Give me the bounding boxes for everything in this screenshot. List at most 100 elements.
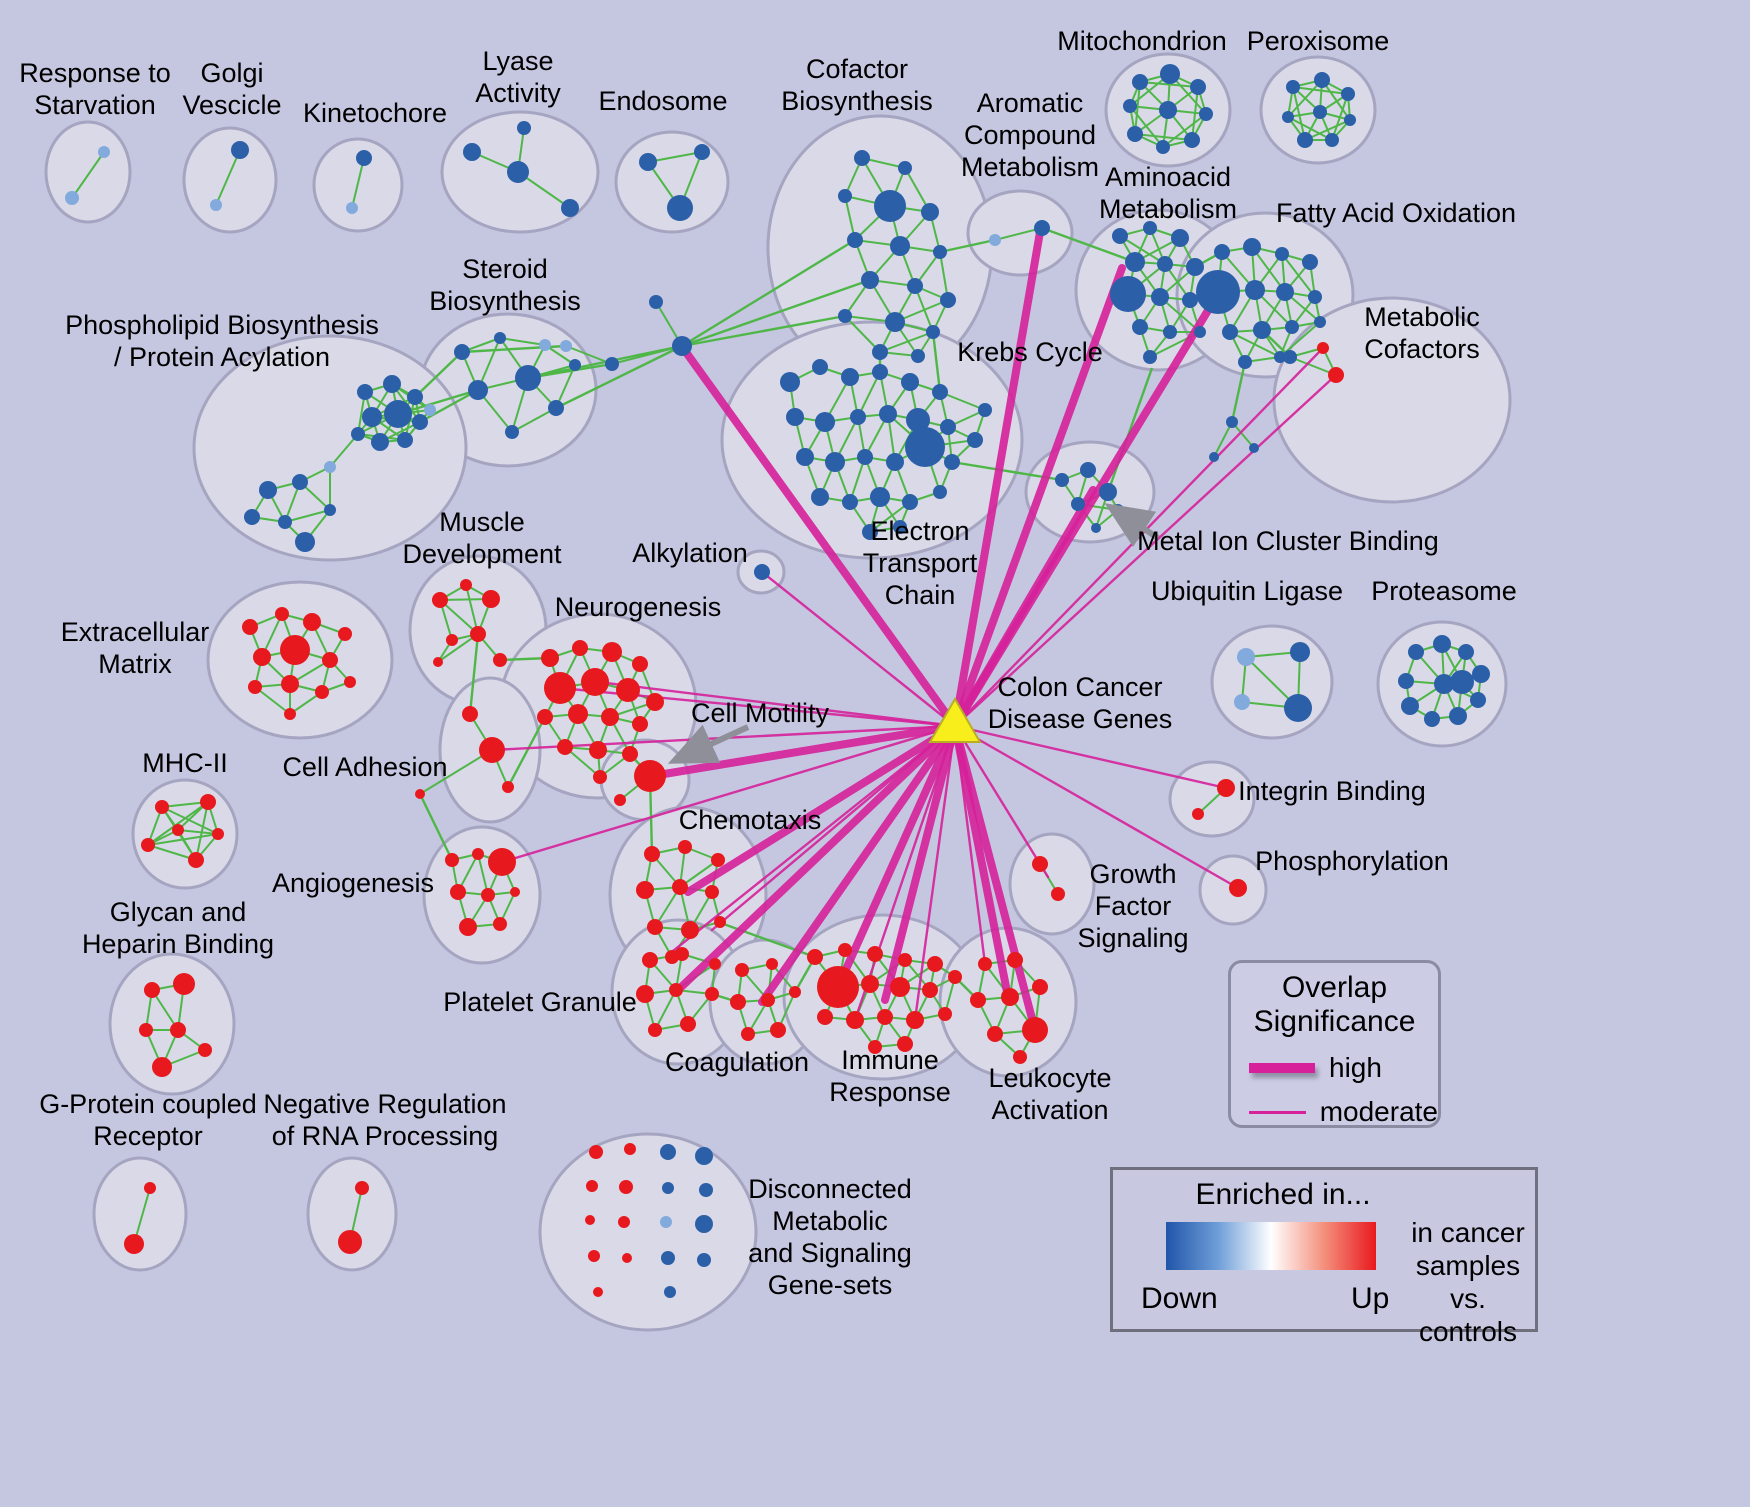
gene-set-node bbox=[569, 359, 581, 371]
gene-set-node bbox=[868, 1040, 882, 1054]
green-edge bbox=[1041, 226, 1136, 264]
gene-set-node bbox=[244, 509, 260, 525]
gene-set-node bbox=[649, 295, 663, 309]
gene-set-node bbox=[646, 693, 664, 711]
cluster-ellipse-negative-regulation-rna-processing bbox=[306, 1156, 398, 1272]
gene-set-node bbox=[488, 848, 516, 876]
gene-set-node bbox=[730, 994, 746, 1010]
gene-set-node bbox=[817, 966, 859, 1008]
green-edge bbox=[681, 314, 846, 348]
gene-set-node bbox=[1022, 1017, 1048, 1043]
gene-set-node bbox=[1229, 879, 1247, 897]
down-label: Down bbox=[1141, 1282, 1218, 1315]
green-edge bbox=[147, 844, 197, 861]
gene-set-node bbox=[847, 232, 863, 248]
gene-set-node bbox=[867, 946, 883, 962]
gene-set-node bbox=[432, 592, 448, 608]
overlap-edge-moderate bbox=[596, 680, 957, 728]
gene-set-node bbox=[933, 485, 947, 499]
legend-moderate-bar bbox=[1249, 1110, 1306, 1114]
enrichment-gradient bbox=[1166, 1222, 1376, 1270]
gene-set-node bbox=[811, 488, 829, 506]
gene-set-node bbox=[648, 1023, 662, 1037]
gene-set-node bbox=[906, 1011, 924, 1029]
green-edge bbox=[654, 989, 677, 1031]
gene-set-node bbox=[647, 919, 663, 935]
green-edge bbox=[477, 853, 489, 896]
green-edge bbox=[869, 501, 911, 533]
gene-set-node bbox=[838, 309, 852, 323]
gene-set-node bbox=[415, 789, 425, 799]
gene-set-node bbox=[1290, 642, 1310, 662]
gene-set-node bbox=[155, 800, 169, 814]
gene-set-node bbox=[1143, 221, 1157, 235]
gene-set-node bbox=[614, 794, 626, 806]
green-edge bbox=[465, 584, 479, 635]
gene-set-node bbox=[1217, 779, 1235, 797]
gene-set-node bbox=[1283, 350, 1297, 364]
gene-set-node bbox=[589, 741, 607, 759]
gene-set-node bbox=[812, 359, 828, 375]
gene-set-node bbox=[1317, 342, 1329, 354]
gene-set-node bbox=[581, 668, 609, 696]
gene-set-node bbox=[141, 838, 155, 852]
gene-set-node bbox=[898, 161, 912, 175]
green-edge bbox=[511, 407, 557, 433]
gene-set-node bbox=[714, 916, 726, 928]
gene-set-node bbox=[144, 1182, 156, 1194]
cluster-label-coagulation: Coagulation bbox=[665, 1047, 809, 1077]
green-edge bbox=[939, 238, 996, 254]
green-edge bbox=[419, 388, 479, 424]
gene-set-node bbox=[879, 405, 897, 423]
green-edge bbox=[414, 351, 463, 398]
gene-set-node bbox=[561, 199, 579, 217]
overlap-edge-high bbox=[834, 722, 959, 991]
gene-set-node bbox=[338, 627, 352, 641]
cluster-ellipse-g-protein-coupled-receptor bbox=[92, 1156, 188, 1272]
cluster-label-mhc-ii: MHC-II bbox=[142, 748, 227, 778]
gene-set-node bbox=[454, 344, 470, 360]
green-edge bbox=[439, 599, 479, 635]
gene-set-node bbox=[292, 474, 308, 490]
gene-set-node bbox=[560, 340, 572, 352]
gene-set-node bbox=[355, 1181, 369, 1195]
green-edge bbox=[506, 716, 547, 788]
gene-set-node bbox=[1194, 326, 1206, 338]
gene-set-node bbox=[911, 349, 925, 363]
gene-set-node bbox=[786, 408, 804, 426]
green-edge bbox=[994, 227, 1043, 241]
gene-set-node bbox=[987, 1026, 1003, 1042]
overlap-edge-moderate bbox=[710, 724, 957, 932]
cluster-ellipse-response-to-starvation bbox=[44, 120, 132, 224]
cluster-label-cell-adhesion: Cell Adhesion bbox=[282, 752, 447, 782]
overlap-significance-legend: Overlap Significance high moderate bbox=[1228, 960, 1441, 1128]
gene-set-node bbox=[593, 1287, 603, 1297]
gene-set-node bbox=[1125, 252, 1145, 272]
gene-set-node bbox=[407, 389, 423, 405]
cluster-label-alkylation: Alkylation bbox=[632, 538, 748, 568]
gene-set-node bbox=[537, 709, 553, 725]
gene-set-node bbox=[1192, 808, 1204, 820]
gene-set-node bbox=[346, 202, 358, 214]
green-edge bbox=[195, 801, 209, 861]
gene-set-node bbox=[585, 1215, 595, 1225]
legend-row-moderate: moderate bbox=[1249, 1096, 1438, 1127]
gene-set-node bbox=[1013, 1050, 1027, 1064]
green-edge bbox=[499, 337, 546, 346]
gene-set-node bbox=[384, 400, 412, 428]
gene-set-node bbox=[807, 949, 823, 965]
gene-set-node bbox=[898, 953, 912, 967]
gene-set-node bbox=[446, 634, 458, 646]
green-edge bbox=[1134, 81, 1141, 135]
gene-set-node bbox=[1249, 443, 1259, 453]
gene-set-node bbox=[978, 957, 992, 971]
gene-set-node bbox=[1472, 665, 1490, 683]
green-edge bbox=[1292, 86, 1306, 141]
gene-set-node bbox=[622, 746, 638, 762]
cluster-label-fatty-acid-oxidation: Fatty Acid Oxidation bbox=[1276, 198, 1516, 228]
gene-set-node bbox=[433, 657, 443, 667]
